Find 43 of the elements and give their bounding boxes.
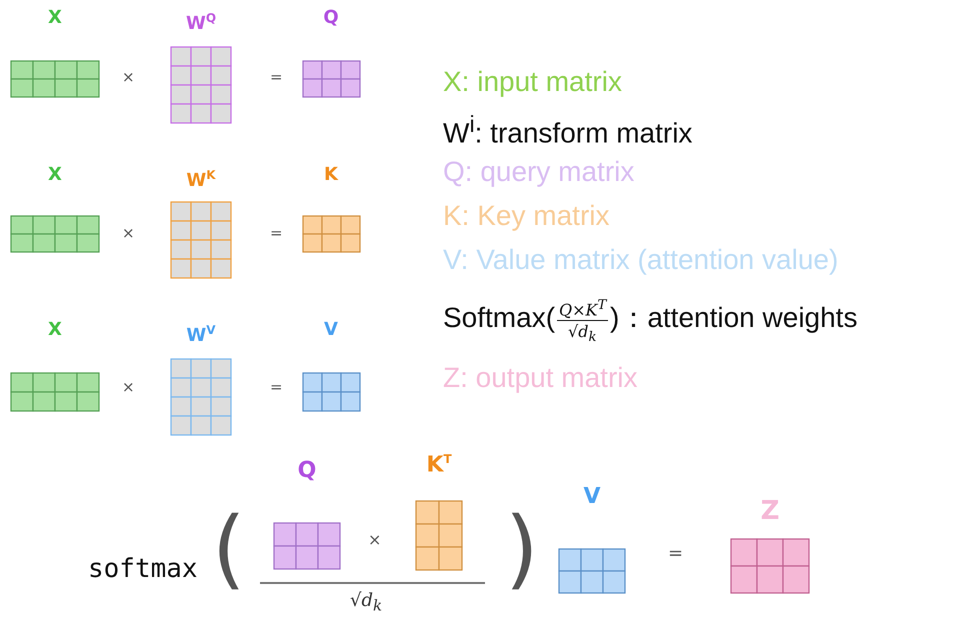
matrix-label: Q bbox=[323, 8, 339, 28]
operator-sign: = bbox=[668, 545, 684, 563]
operator-sign: = bbox=[270, 226, 283, 241]
formula-denominator: √d$_{k}$ bbox=[350, 592, 382, 614]
legend-text: )：attention weights bbox=[610, 304, 858, 332]
legend-text: X: input matrix bbox=[443, 68, 622, 96]
matrix-label: W$^{Q}$ bbox=[186, 10, 216, 34]
operator-sign: × bbox=[368, 532, 382, 548]
bracket: ) bbox=[505, 506, 539, 592]
operator-sign: = bbox=[270, 70, 283, 85]
matrix-label: V bbox=[583, 484, 601, 510]
legend-text: Z: output matrix bbox=[443, 364, 638, 392]
legend-text: W$^{i}$: transform matrix bbox=[443, 113, 692, 148]
matrix bbox=[10, 8, 100, 98]
matrix bbox=[558, 484, 626, 594]
legend-text: Softmax( bbox=[443, 304, 556, 332]
function-name: softmax bbox=[88, 556, 198, 582]
operator-sign: = bbox=[270, 380, 283, 395]
legend-text: V: Value matrix (attention value) bbox=[443, 246, 838, 274]
matrix-label: K$^{T}$ bbox=[426, 451, 452, 478]
matrix-label: V bbox=[324, 320, 338, 340]
legend-text: K: Key matrix bbox=[443, 202, 610, 230]
bracket: ( bbox=[212, 506, 246, 592]
legend-text: Q: query matrix bbox=[443, 158, 634, 186]
matrix bbox=[10, 165, 100, 253]
operator-sign: × bbox=[122, 226, 135, 241]
operator-sign: × bbox=[122, 70, 135, 85]
matrix-label: K bbox=[324, 165, 338, 185]
matrix-label: X bbox=[48, 8, 62, 28]
matrix-label: X bbox=[48, 165, 62, 185]
matrix-label: W$^{V}$ bbox=[186, 322, 216, 346]
matrix bbox=[273, 458, 341, 570]
matrix-label: X bbox=[48, 320, 62, 340]
formula-denominator: √d$_{k}$ bbox=[568, 324, 597, 345]
matrix bbox=[10, 320, 100, 412]
matrix bbox=[302, 8, 360, 98]
matrix bbox=[302, 165, 360, 253]
matrix-label: Q bbox=[298, 458, 316, 484]
matrix-label: W$^{K}$ bbox=[186, 167, 216, 191]
matrix bbox=[302, 320, 360, 412]
matrix-label: Z bbox=[760, 496, 780, 526]
operator-sign: × bbox=[122, 380, 135, 395]
formula-numerator: Q×K$^{T}$ bbox=[559, 299, 606, 318]
